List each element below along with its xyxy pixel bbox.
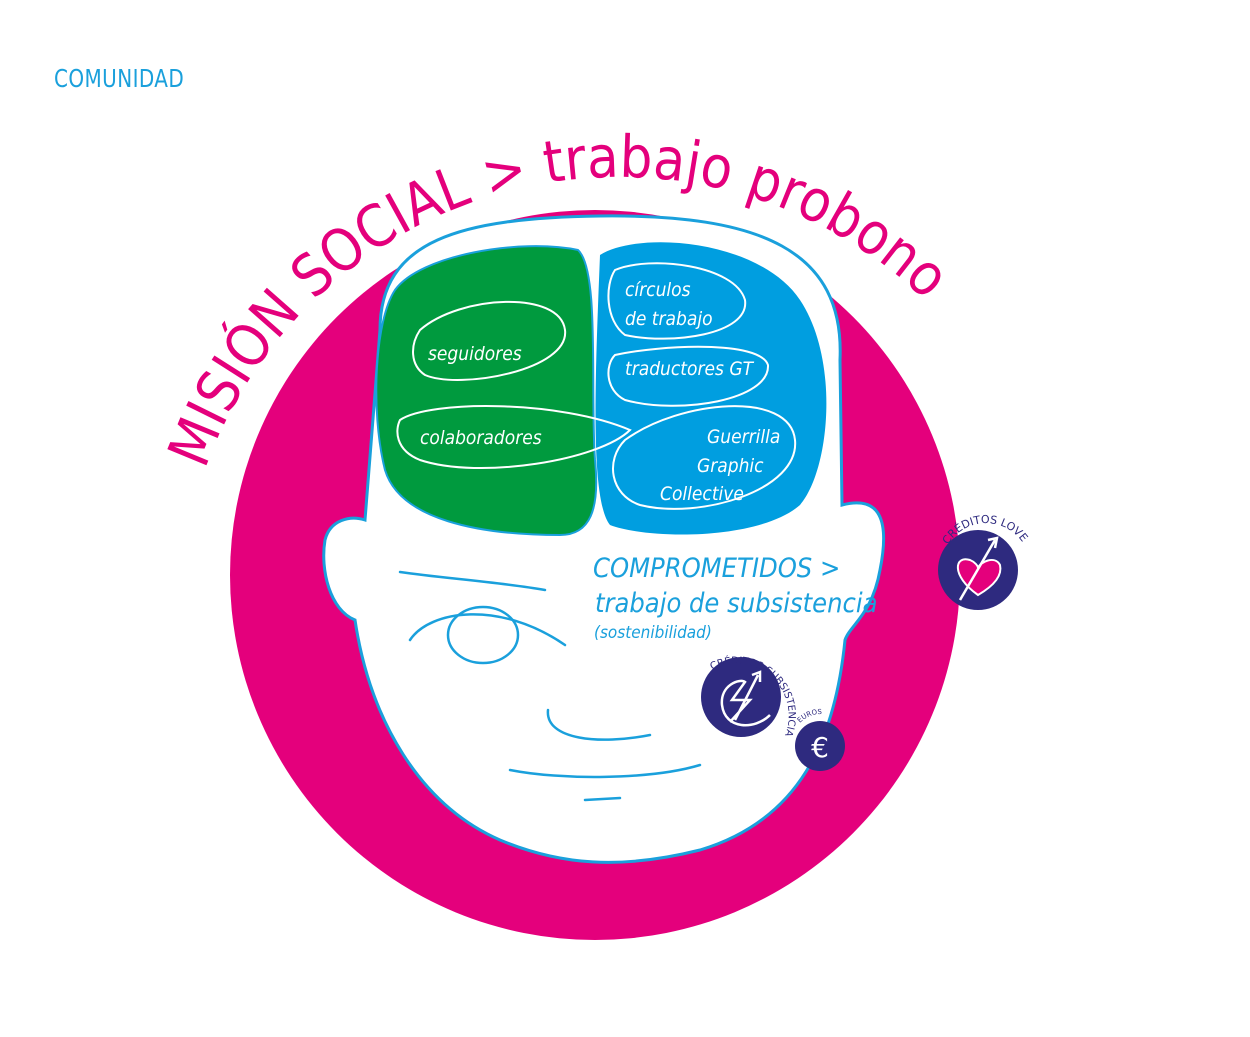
blue-lobe bbox=[595, 242, 827, 535]
green-lobe bbox=[375, 245, 598, 537]
lobe-guerrilla-3: Collective bbox=[660, 483, 744, 505]
lobe-guerrilla-2: Graphic bbox=[697, 455, 764, 477]
comprometidos-heading: COMPROMETIDOS > bbox=[593, 553, 840, 584]
s-arrow-icon bbox=[720, 670, 771, 727]
comprometidos-subtitle: trabajo de subsistencia bbox=[595, 588, 878, 619]
comprometidos-note: (sostenibilidad) bbox=[594, 623, 712, 643]
euro-icon: € bbox=[811, 731, 829, 764]
lobe-circulos-2: de trabajo bbox=[625, 308, 713, 330]
badge-euros: € EUROS bbox=[795, 708, 845, 771]
lobe-seguidores: seguidores bbox=[428, 343, 522, 365]
lobe-traductores: traductores GT bbox=[625, 358, 755, 380]
lobe-circulos-1: círculos bbox=[625, 279, 691, 301]
lobe-guerrilla-1: Guerrilla bbox=[707, 426, 780, 448]
lobe-colaboradores: colaboradores bbox=[420, 427, 542, 449]
face-lines bbox=[398, 570, 702, 802]
comunidad-label: COMUNIDAD bbox=[54, 64, 185, 93]
badge-creditos-love: CRÉDITOS LOVE bbox=[938, 513, 1030, 610]
